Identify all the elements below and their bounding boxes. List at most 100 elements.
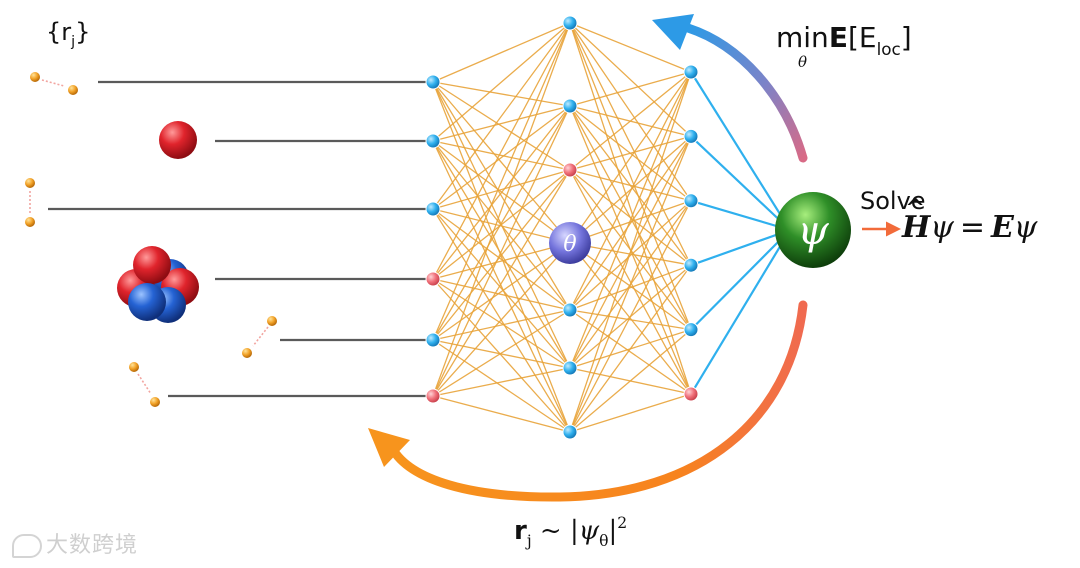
- electron: [25, 217, 35, 227]
- network-node-red: [425, 271, 441, 287]
- connection-line: [569, 22, 692, 330]
- connection-line: [432, 242, 571, 341]
- network-node-blue: [425, 74, 441, 90]
- connection-line: [432, 395, 571, 433]
- connection-line: [569, 22, 692, 395]
- electron: [129, 362, 139, 372]
- electron-motion-arrow: [41, 79, 65, 87]
- network-node-blue: [683, 322, 699, 338]
- electron-motion-arrow: [137, 373, 152, 395]
- connection-line: [569, 200, 692, 244]
- connection-line: [432, 169, 571, 397]
- input-lines: [48, 80, 433, 398]
- connection-line: [569, 22, 692, 266]
- output-connection-line: [690, 135, 791, 231]
- connection-line: [569, 242, 692, 395]
- connection-line: [432, 81, 571, 107]
- output-connection-line: [690, 71, 791, 231]
- connection-line: [432, 105, 571, 341]
- electron: [267, 316, 277, 326]
- connection-line: [569, 71, 692, 171]
- neutron: [128, 283, 166, 321]
- watermark-logo-icon: [12, 534, 42, 558]
- energy-minimization-label: minE[Eloc]: [776, 21, 912, 59]
- network-node-blue: [425, 201, 441, 217]
- minimization-variable-label: θ: [798, 53, 808, 71]
- connection-line: [432, 140, 571, 433]
- connection-line: [569, 264, 692, 311]
- network-node-blue: [562, 302, 578, 318]
- network-node-blue: [683, 193, 699, 209]
- connection-line: [569, 71, 692, 107]
- connection-line: [569, 169, 692, 395]
- electron: [68, 85, 78, 95]
- optimization-arrowhead: [652, 14, 694, 50]
- connection-line: [432, 208, 571, 433]
- connection-line: [569, 71, 692, 311]
- sampling-distribution-label: rj ~ |ψθ|2: [514, 514, 628, 551]
- electron: [25, 178, 35, 188]
- output-connections: [690, 71, 791, 395]
- sampling-arrow: [368, 300, 808, 502]
- connection-line: [432, 278, 571, 433]
- connection-line: [432, 169, 571, 280]
- connection-line: [569, 136, 692, 311]
- connection-line: [569, 22, 692, 137]
- network-node-blue: [683, 64, 699, 80]
- connection-line: [569, 200, 692, 311]
- connection-line: [432, 22, 571, 142]
- sampling-arrowhead: [368, 428, 410, 467]
- connection-line: [432, 208, 571, 244]
- connection-line: [569, 200, 692, 433]
- network-node-blue: [683, 257, 699, 273]
- theta-sphere: [549, 222, 591, 264]
- electron-motion-arrow: [252, 326, 269, 347]
- network-nodes: [425, 15, 699, 440]
- connection-line: [569, 71, 692, 369]
- multi-nucleon-nucleus: [117, 246, 199, 323]
- electron-pair-1: [30, 72, 78, 95]
- network-node-red: [562, 162, 578, 178]
- network-node-red: [425, 388, 441, 404]
- connection-line: [432, 140, 571, 171]
- optimization-arrow: [652, 14, 808, 163]
- network-connections: [432, 22, 692, 433]
- network-node-blue: [425, 332, 441, 348]
- connection-line: [569, 135, 692, 171]
- proton: [133, 246, 171, 284]
- connection-line: [432, 105, 571, 280]
- electron-pair-2: [25, 178, 35, 227]
- connection-line: [569, 309, 692, 395]
- network-node-red: [683, 386, 699, 402]
- network-node-blue: [562, 360, 578, 376]
- connection-line: [569, 22, 692, 202]
- connection-line: [432, 278, 571, 369]
- connection-line: [432, 105, 571, 397]
- connection-line: [569, 169, 692, 202]
- connection-line: [569, 309, 692, 331]
- connection-line: [432, 22, 571, 83]
- hydrogen-nucleus: [159, 121, 197, 159]
- connection-line: [432, 22, 571, 280]
- output-connection-line: [690, 229, 791, 331]
- connection-line: [569, 169, 692, 330]
- connection-line: [569, 136, 692, 433]
- connection-line: [569, 71, 692, 433]
- connection-line: [432, 367, 571, 397]
- optimization-arrow-arc: [683, 23, 808, 163]
- schrodinger-equation: Hψ=Eψ: [902, 213, 1037, 243]
- connection-line: [569, 169, 692, 266]
- electron-pair-3: [242, 316, 277, 358]
- electron: [30, 72, 40, 82]
- connection-line: [569, 393, 692, 433]
- psi-symbol: ψ: [797, 208, 829, 254]
- network-node-blue: [562, 15, 578, 31]
- network-node-blue: [562, 424, 578, 440]
- theta-parameter-node: θ: [549, 222, 591, 264]
- sampling-arrow-arc: [387, 300, 808, 502]
- connection-line: [432, 81, 571, 311]
- connection-line: [432, 105, 571, 210]
- output-connection-line: [690, 199, 791, 232]
- particles: [25, 72, 277, 407]
